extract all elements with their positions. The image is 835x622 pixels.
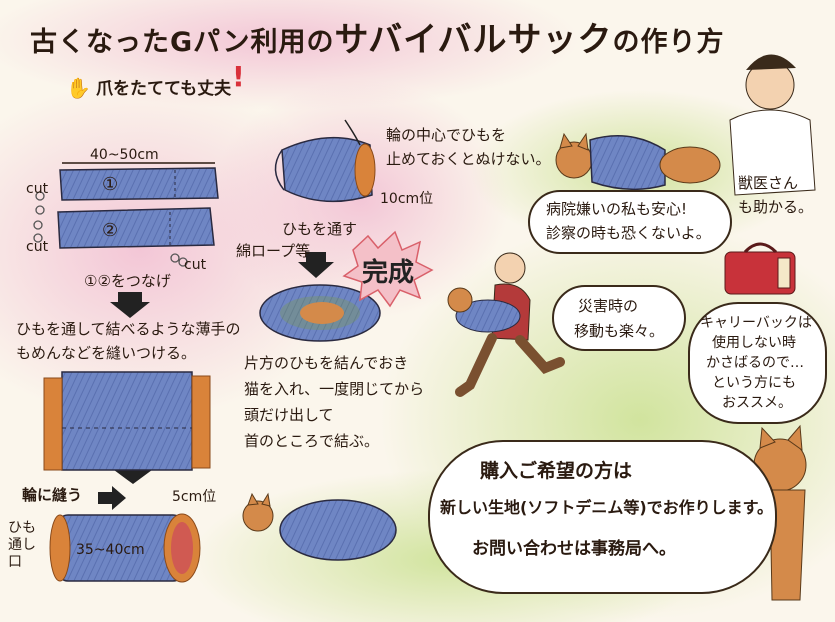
piece-1-label: ①	[102, 174, 119, 195]
purchase-line-3: お問い合わせは事務局へ。	[472, 539, 676, 559]
right-arrow	[98, 486, 126, 510]
cat-bottom-right	[753, 424, 807, 601]
ring-width-label: 5cm位	[172, 489, 217, 505]
title-main: サバイバルサック	[334, 20, 613, 60]
title-suffix: の作り方	[612, 27, 725, 58]
finished-sack	[259, 284, 381, 342]
cat-at-vet	[555, 132, 721, 191]
cut-label-3: cut	[184, 257, 207, 273]
subtitle: 爪をたてても丈夫	[96, 79, 232, 99]
attach-line-2: もめんなどを縫いつける。	[16, 344, 197, 362]
cat-paw-icon: ✋	[66, 76, 91, 100]
denim-sheet	[43, 371, 211, 471]
purchase-bubble	[428, 440, 777, 594]
denim-tube	[49, 513, 201, 583]
carrier-line-4: という方にも	[712, 375, 796, 391]
instr-line-4: 首のところで結ぶ。	[244, 432, 380, 450]
purchase-line-1: 購入ご希望の方は	[480, 460, 633, 482]
jeans-piece-2	[57, 207, 215, 249]
purchase-line-2: 新しい生地(ソフトデニム等)でお作りします。	[440, 498, 774, 517]
vet-line-2: も助かる。	[738, 198, 814, 216]
hospital-line-1: 病院嫌いの私も安心!	[546, 200, 688, 218]
exclamation-icon: !	[232, 60, 245, 93]
complete-burst	[342, 230, 434, 308]
piece-2-label: ②	[102, 220, 119, 241]
vet-line-1: 獣医さん	[738, 174, 799, 192]
string-hole-label: ひも通し口	[8, 520, 36, 570]
running-man	[447, 252, 565, 397]
down-arrow-1	[110, 292, 150, 318]
cut-label-2: cut	[26, 239, 49, 255]
vet-figure	[729, 54, 816, 196]
knot-note-line-2: 止めておくとぬけない。	[386, 150, 551, 168]
page-title: 古くなったGパン利用のサバイバルサックの作り方	[30, 12, 724, 61]
join-label: ①②をつなげ	[84, 272, 171, 290]
disaster-line-2: 移動も楽々。	[574, 322, 665, 340]
tie-size-label: 10cm位	[380, 191, 434, 207]
cut-label-1: cut	[26, 181, 49, 197]
instr-line-1: 片方のひもを結んでおき	[244, 354, 409, 372]
rope-label: 綿ロープ等	[236, 242, 311, 260]
title-prefix: 古くなったGパン利用の	[30, 27, 335, 58]
cat-in-sack	[242, 492, 397, 561]
thread-string-label: ひもを通す	[282, 220, 358, 238]
carrier-line-2: 使用しない時	[712, 335, 796, 351]
instr-line-2: 猫を入れ、一度閉じてから	[244, 380, 425, 398]
disaster-line-1: 災害時の	[578, 297, 639, 315]
ring-length-label: 35~40cm	[76, 542, 145, 558]
complete-label: 完成	[362, 258, 415, 288]
attach-line-1: ひもを通して結べるような薄手の	[16, 320, 241, 338]
carrier-line-3: かさばるので…	[706, 355, 804, 371]
carrier-line-5: おススメ。	[722, 395, 792, 411]
sack-drawstring	[274, 119, 376, 203]
hospital-line-2: 診察の時も恐くないよ。	[546, 224, 711, 242]
hospital-bubble	[528, 190, 732, 254]
disaster-bubble	[552, 285, 686, 351]
down-arrow-3	[298, 252, 334, 278]
carrier-bubble	[688, 302, 827, 424]
carrier-bag	[724, 242, 796, 295]
scissors-icon	[33, 191, 188, 267]
sew-ring-label: 輪に縫う	[22, 486, 83, 504]
pink-wash-mid	[210, 80, 510, 320]
instr-line-3: 頭だけ出して	[244, 406, 334, 424]
width-label: 40~50cm	[90, 147, 159, 163]
jeans-piece-1	[59, 167, 219, 201]
carrier-line-1: キャリーバックは	[700, 315, 812, 331]
knot-note-line-1: 輪の中心でひもを	[386, 126, 507, 144]
